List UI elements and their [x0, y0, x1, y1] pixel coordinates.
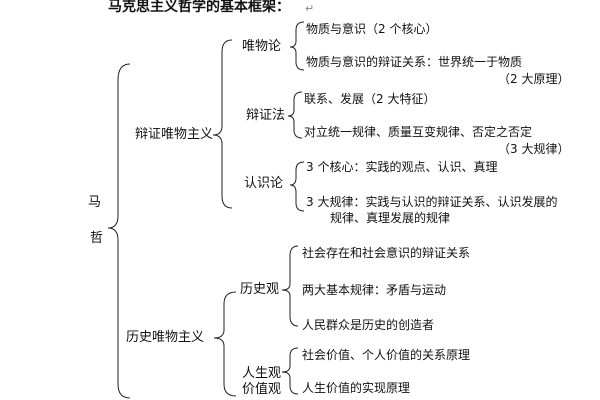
history-view-label: 历史观	[240, 282, 280, 297]
life-view-label-line2: 价值观	[242, 382, 282, 397]
dialectical-bracket	[212, 39, 233, 209]
materialism-item-2: 物质与意识的辩证关系：世界统一于物质	[306, 55, 523, 69]
life-view-item-2: 人生价值的实现原理	[302, 381, 411, 395]
epistemology-item-1: 3 个核心：实践的观点、认识、真理	[306, 160, 498, 174]
historical-materialism-label: 历史唯物主义	[126, 330, 205, 345]
dialectics-label: 辩证法	[246, 108, 286, 123]
root-char-2: 哲	[90, 231, 104, 246]
history-view-item-2: 两大基本规律：矛盾与运动	[302, 283, 447, 297]
diagram-title: 马克思主义哲学的基本框架：	[108, 0, 290, 15]
historical-bracket	[213, 291, 237, 397]
materialism-item-1: 物质与意识（2 个核心）	[306, 22, 438, 36]
epistemology-item-3: 规律、真理发展的规律	[330, 211, 451, 225]
life-view-label-line1: 人生观	[242, 366, 282, 381]
epistemology-bracket	[289, 161, 305, 212]
dialectics-bracket	[287, 91, 303, 139]
life-view-bracket	[281, 347, 299, 395]
materialism-item-3: （2 大原理）	[498, 72, 570, 86]
history-view-item-1: 社会存在和社会意识的辩证关系	[302, 246, 471, 260]
materialism-bracket	[289, 21, 305, 71]
epistemology-item-2: 3 大规律：实践与认识的辩证关系、认识发展的	[306, 195, 558, 209]
dialectics-item-2: 对立统一规律、质量互变规律、否定之否定	[304, 125, 533, 139]
epistemology-label: 认识论	[244, 176, 284, 191]
life-view-item-1: 社会价值、个人价值的关系原理	[302, 348, 471, 362]
history-view-bracket	[281, 245, 299, 327]
dialectical-materialism-label: 辩证唯物主义	[135, 127, 214, 142]
dialectics-item-1: 联系、发展（2 大特征）	[304, 92, 436, 106]
history-view-item-3: 人民群众是历史的创造者	[302, 318, 435, 332]
materialism-label: 唯物论	[242, 39, 282, 54]
root-char-1: 马	[88, 195, 102, 210]
dialectics-item-3: （3 大规律）	[498, 142, 570, 156]
paragraph-mark: ↵	[305, 2, 315, 15]
root-bracket	[107, 63, 131, 399]
